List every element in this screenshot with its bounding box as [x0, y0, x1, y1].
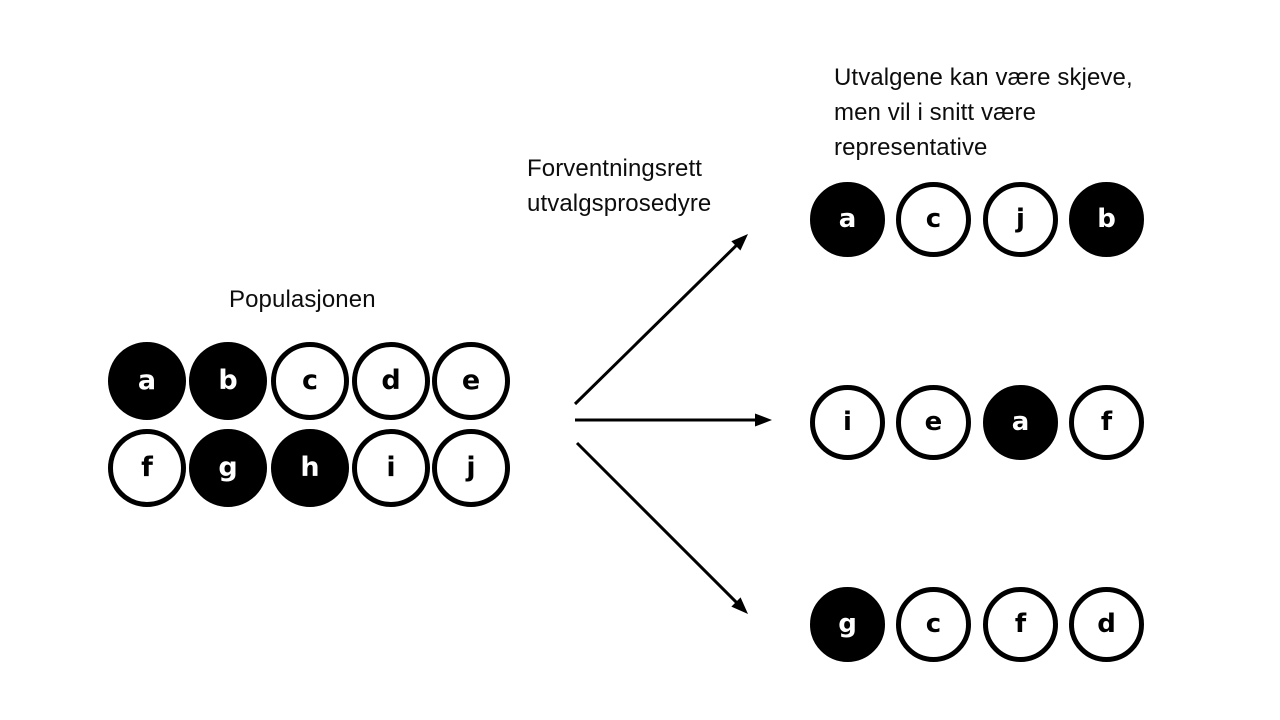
- node-letter: d: [1097, 608, 1116, 639]
- node-letter: g: [218, 451, 238, 483]
- node-letter: c: [301, 364, 318, 396]
- conclusion-label: Utvalgene kan være skjeve, men vil i sni…: [834, 64, 1133, 161]
- node-letter: f: [1014, 608, 1027, 639]
- node-letter: i: [386, 451, 396, 483]
- sample-2-node-e: e: [896, 385, 971, 460]
- arrow-down-head: [731, 597, 748, 614]
- population-node-f: f: [108, 429, 186, 507]
- sample-3-node-d: d: [1069, 587, 1144, 662]
- sample-1-node-j: j: [983, 182, 1058, 257]
- population-node-h: h: [271, 429, 349, 507]
- arrow-middle-head: [755, 413, 772, 427]
- sample-1-node-c: c: [896, 182, 971, 257]
- population-node-g: g: [189, 429, 267, 507]
- node-letter: j: [466, 451, 476, 483]
- sample-1-node-a: a: [810, 182, 885, 257]
- node-letter: a: [838, 203, 857, 234]
- node-letter: c: [925, 608, 942, 639]
- node-letter: f: [141, 451, 153, 483]
- arrow-up-head: [731, 234, 748, 251]
- node-letter: f: [1100, 406, 1113, 437]
- arrow-down-line: [575, 441, 740, 606]
- node-letter: j: [1016, 203, 1025, 234]
- population-node-e: e: [432, 342, 510, 420]
- population-node-c: c: [271, 342, 349, 420]
- population-node-b: b: [189, 342, 267, 420]
- sample-3-node-g: g: [810, 587, 885, 662]
- sample-1-node-b: b: [1069, 182, 1144, 257]
- sampling-procedure-label: Forventningsrett utvalgsprosedyre: [527, 155, 712, 217]
- arrow-up-line: [573, 242, 740, 406]
- node-letter: a: [1011, 406, 1030, 437]
- node-letter: e: [461, 364, 481, 396]
- node-letter: c: [925, 203, 942, 234]
- node-letter: g: [838, 608, 857, 639]
- node-letter: b: [218, 364, 238, 396]
- population-node-a: a: [108, 342, 186, 420]
- node-letter: i: [843, 406, 852, 437]
- population-node-d: d: [352, 342, 430, 420]
- sample-2-node-a: a: [983, 385, 1058, 460]
- sample-2-node-f: f: [1069, 385, 1144, 460]
- node-letter: d: [381, 364, 401, 396]
- node-letter: a: [137, 364, 157, 396]
- sample-2-node-i: i: [810, 385, 885, 460]
- node-letter: h: [300, 451, 320, 483]
- sample-3-node-f: f: [983, 587, 1058, 662]
- node-letter: b: [1097, 203, 1116, 234]
- population-label: Populasjonen: [229, 286, 376, 313]
- sample-3-node-c: c: [896, 587, 971, 662]
- node-letter: e: [924, 406, 943, 437]
- population-node-i: i: [352, 429, 430, 507]
- population-node-j: j: [432, 429, 510, 507]
